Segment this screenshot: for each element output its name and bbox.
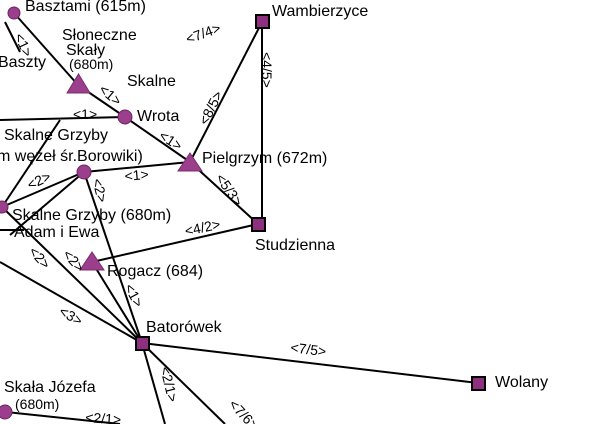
place-label-wambierzyce: Wambierzyce: [272, 3, 368, 20]
place-label-studzienna: Studzienna: [255, 237, 335, 254]
cost-label: <1>: [156, 127, 185, 154]
place-label-skalne-grzyby-top: Skalne Grzyby: [4, 127, 108, 144]
place-label-basztami: Basztami (615m): [25, 0, 146, 15]
place-label-sloneczne-line2: Skały: [66, 42, 105, 59]
place-label-wezel: m węzeł śr.Borowiki): [0, 148, 143, 165]
cost-label: <8/5>: [195, 88, 226, 127]
place-label-wolany: Wolany: [495, 374, 548, 391]
village-marker: [135, 336, 150, 351]
cost-label: <2>: [89, 177, 111, 204]
trail-segment: [13, 12, 79, 86]
place-labels: Basztami (615m) Baszty Słoneczne Skały (…: [0, 0, 548, 412]
trail-segment: [83, 161, 191, 173]
junction-marker: [0, 404, 13, 420]
place-label-adam-i-ewa: Adam i Ewa: [14, 224, 99, 241]
trail-segment: [5, 411, 121, 424]
trail-segment: [124, 116, 191, 163]
cost-label: <2>: [60, 246, 88, 275]
trail-segment: [0, 116, 126, 121]
trail-segment: [141, 342, 226, 424]
place-label-skalne: Skalne: [127, 73, 176, 90]
cost-label: <1>: [121, 281, 146, 310]
trail-segment: [1, 171, 85, 208]
cost-label: <7/5>: [290, 339, 328, 359]
junction-marker: [0, 200, 9, 214]
cost-label: <7/6>: [226, 396, 262, 424]
trail-segment: [1, 119, 61, 208]
cost-label: <2>: [26, 243, 54, 272]
cost-label: <7/4>: [184, 20, 223, 47]
peak-marker: [177, 152, 203, 172]
place-label-rogacz: Rogacz (684): [107, 263, 203, 280]
cost-label: <5/3>: [213, 171, 247, 210]
trail-segment: [9, 171, 85, 236]
place-label-baszty: Baszty: [0, 54, 46, 71]
trail-segment: [4, 21, 21, 53]
trail-segment: [1, 206, 143, 344]
place-label-batorowek: Batorówek: [146, 319, 223, 336]
cost-label: <3>: [57, 303, 86, 329]
cost-label: <2/1>: [157, 365, 181, 404]
village-marker: [251, 217, 266, 232]
cost-label: <2/1>: [85, 409, 122, 424]
trail-segment: [189, 161, 259, 225]
village-marker: [471, 376, 486, 391]
trail-segment: [91, 223, 259, 263]
peak-marker: [79, 251, 105, 271]
cost-label: <2>: [25, 168, 54, 193]
trail-segment: [189, 21, 263, 163]
junction-marker: [76, 164, 92, 180]
map-nodes: [0, 6, 486, 420]
village-marker: [255, 14, 270, 29]
peak-marker: [66, 73, 91, 94]
place-label-sloneczne-line3: (680m): [69, 56, 113, 72]
cost-label: <1>: [96, 81, 125, 109]
trail-network: [0, 12, 479, 424]
place-label-wrota: Wrota: [137, 108, 179, 125]
trail-segment: [141, 342, 166, 424]
place-label-skala-jozefa-line2: (680m): [15, 396, 59, 412]
place-label-skalne-grzyby: Skalne Grzyby (680m): [12, 207, 171, 224]
trail-segment: [0, 261, 143, 344]
trail-segment: [141, 342, 479, 384]
junction-marker: [7, 6, 21, 20]
cost-label: <4/5>: [259, 52, 275, 88]
cost-label: <1>: [73, 106, 97, 122]
junction-marker: [117, 109, 133, 125]
trail-segment: [91, 261, 143, 344]
cost-label: <4/2>: [183, 216, 221, 239]
place-label-pielgrzym: Pielgrzym (672m): [202, 150, 327, 167]
place-label-sloneczne-line1: Słoneczne: [62, 27, 137, 44]
cost-label: <1>: [124, 166, 149, 184]
place-label-skala-jozefa-line1: Skała Józefa: [4, 379, 96, 396]
